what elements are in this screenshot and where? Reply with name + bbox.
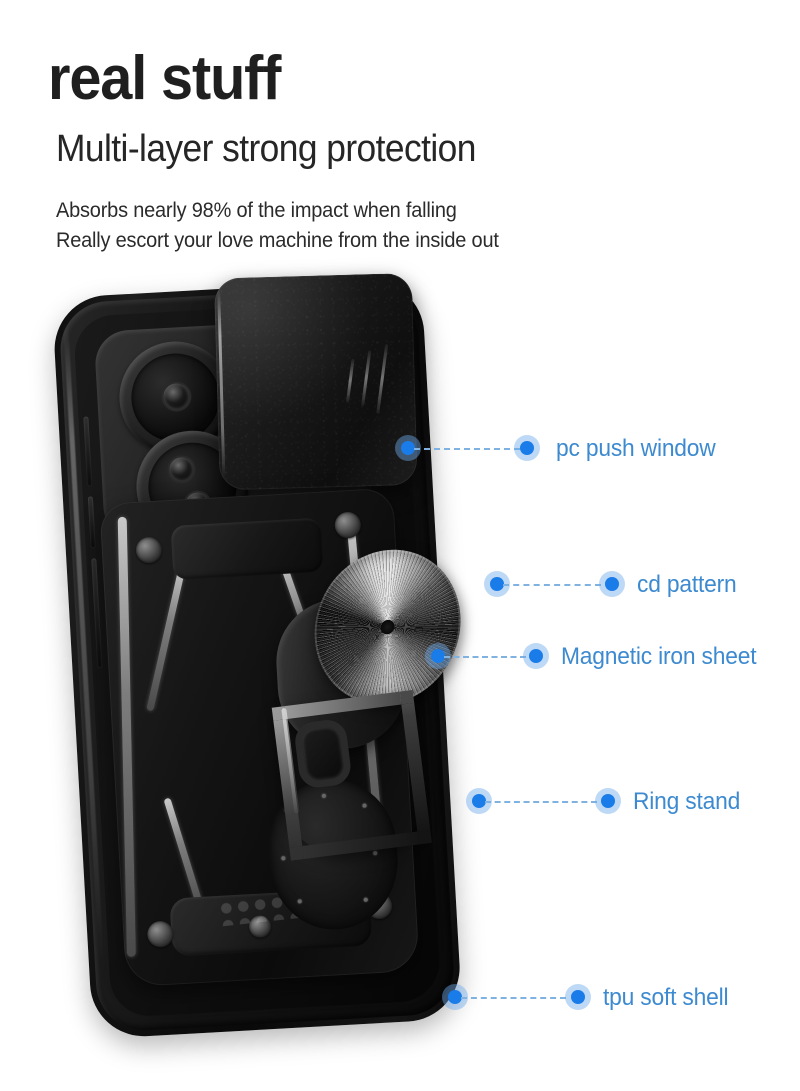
cd-disc-hub (379, 617, 396, 637)
armor-bevel-left (117, 516, 136, 957)
callout-label-magnetic-iron-sheet: Magnetic iron sheet (561, 643, 757, 670)
callout-label-ring-stand: Ring stand (633, 788, 741, 815)
sliding-camera-cover[interactable] (213, 272, 418, 491)
magnetic-ring-holder[interactable] (246, 527, 478, 861)
cover-leather-texture (213, 272, 418, 491)
description-line-1: Absorbs nearly 98% of the impact when fa… (56, 199, 457, 222)
product-image (0, 255, 560, 1065)
callout-label-cd-pattern: cd pattern (637, 571, 737, 598)
description-line-2: Really escort your love machine from the… (56, 229, 499, 252)
page-subtitle: Multi-layer strong protection (56, 128, 476, 170)
ring-eyelet (292, 717, 353, 790)
armor-screw (135, 536, 163, 564)
phone-case-illustration (0, 241, 582, 1081)
callout-label-tpu-soft-shell: tpu soft shell (603, 984, 729, 1011)
callout-label-pc-push-window: pc push window (556, 435, 716, 462)
page-description: Absorbs nearly 98% of the impact when fa… (56, 196, 499, 256)
armor-screw (146, 920, 175, 948)
armor-screw (334, 511, 362, 539)
callout-dot-cd-pattern (605, 577, 619, 591)
page-title: real stuff (48, 44, 281, 113)
callout-dot-ring-stand (601, 794, 615, 808)
armor-bevel-diagonal (146, 563, 187, 712)
